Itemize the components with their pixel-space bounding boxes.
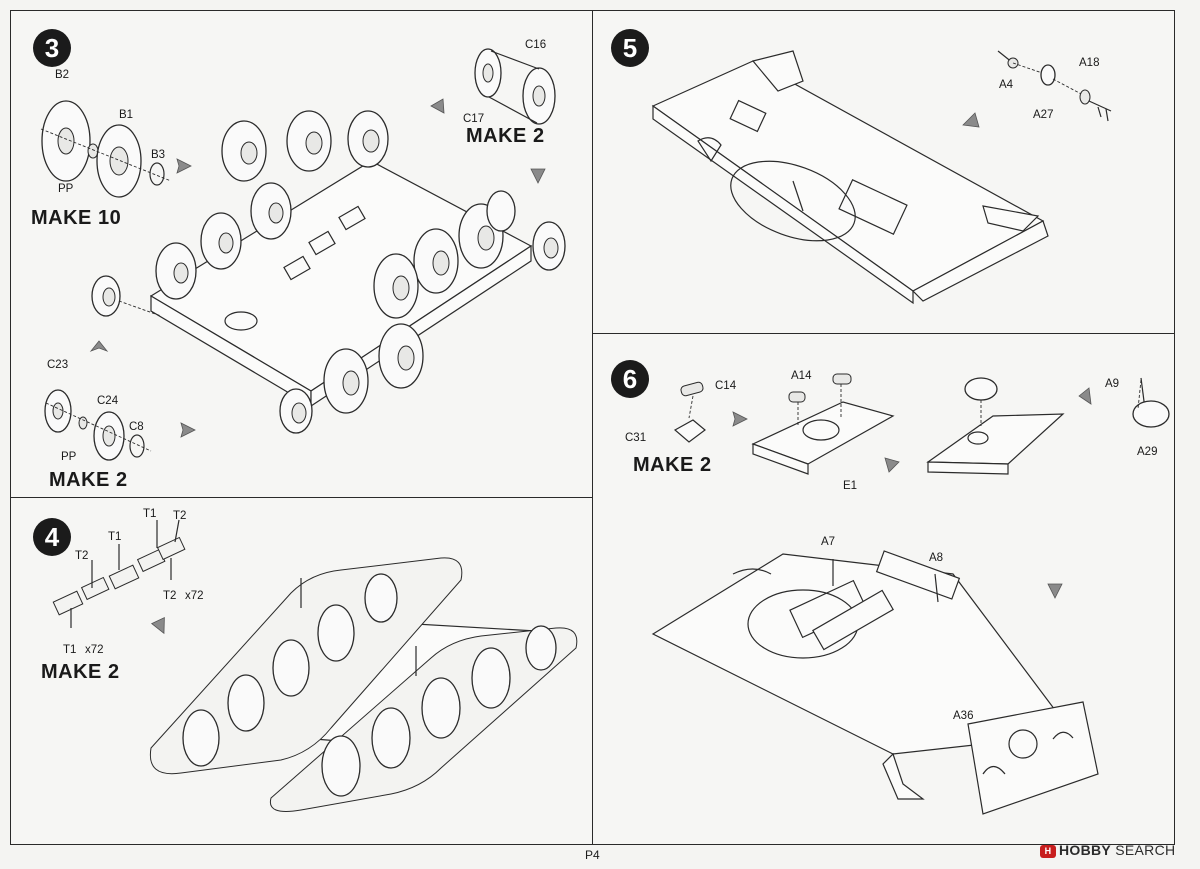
label-a8: A8	[929, 552, 944, 564]
page-number: P4	[585, 848, 600, 862]
label-a14: A14	[791, 370, 812, 382]
label-a4: A4	[999, 79, 1014, 91]
label-t2-a: T2	[173, 510, 187, 522]
label-c31: C31	[625, 432, 647, 444]
track-links-exploded	[52, 519, 186, 628]
label-c17: C17	[463, 113, 485, 125]
c14-c31-parts	[673, 381, 706, 443]
arrow-6c	[1078, 387, 1092, 405]
watermark-suffix: SEARCH	[1115, 842, 1176, 858]
step-5-badge: 5	[611, 29, 649, 67]
hull-floor	[651, 50, 1049, 305]
label-t2-b: T2	[75, 550, 89, 562]
step-6-diagram	[651, 373, 1170, 815]
a4-a27-a18-parts	[997, 50, 1112, 122]
label-t1-a: T1	[143, 508, 157, 520]
step-4-diagram	[52, 519, 578, 812]
engine-deck	[651, 550, 1099, 815]
arrow-6a	[732, 411, 748, 427]
arrow-step4	[150, 617, 165, 635]
label-c8: C8	[129, 421, 144, 433]
make-2-idler-label: MAKE 2	[466, 125, 545, 147]
step-3-panel: 3	[10, 10, 593, 498]
label-a36: A36	[953, 710, 974, 722]
label-a29: A29	[1137, 446, 1158, 458]
left-track	[149, 557, 463, 775]
label-e1: E1	[843, 480, 858, 492]
plate-e1	[751, 373, 895, 475]
step-4-panel: 4	[10, 497, 593, 845]
arrow-idler	[430, 98, 445, 114]
label-a7: A7	[821, 536, 836, 548]
label-t2-qty: x72	[185, 590, 204, 602]
label-pp-1: PP	[58, 183, 74, 195]
step-6-badge: 6	[611, 360, 649, 398]
label-b1: B1	[119, 109, 134, 121]
watermark-logo-icon: H	[1040, 845, 1056, 858]
label-a27: A27	[1033, 109, 1054, 121]
arrow-6b	[884, 457, 900, 473]
step-4-badge: 4	[33, 518, 71, 556]
top-row-wheels	[155, 110, 389, 300]
make-2-deck-label: MAKE 2	[633, 454, 712, 476]
label-c23: C23	[47, 359, 69, 371]
label-c24: C24	[97, 395, 119, 407]
arrow-drive	[180, 422, 196, 438]
step-5-diagram	[651, 50, 1112, 305]
arrow-down-right	[530, 168, 546, 184]
arrow-6d	[1047, 583, 1063, 599]
make-2-track-label: MAKE 2	[41, 661, 120, 683]
label-c14: C14	[715, 380, 737, 392]
plate-assembled	[926, 377, 1065, 475]
label-a9: A9	[1105, 378, 1120, 390]
label-b3: B3	[151, 149, 166, 161]
arrow-step5	[962, 112, 980, 128]
step-5-panel: 5	[592, 10, 1175, 334]
label-t1-qty: x72	[85, 644, 104, 656]
step-3-diagram	[40, 48, 566, 461]
watermark-brand: HOBBY	[1059, 842, 1112, 858]
label-c16: C16	[525, 39, 547, 51]
step-6-panel: 6	[592, 333, 1175, 845]
label-a18: A18	[1079, 57, 1100, 69]
a9-a29-parts	[1132, 377, 1170, 428]
make-2-drive-label: MAKE 2	[49, 469, 128, 491]
arrow-up-left	[89, 340, 109, 352]
label-t2-c: T2	[163, 590, 177, 602]
label-t1-b: T1	[108, 531, 122, 543]
right-row-wheels	[323, 190, 566, 414]
step-3-badge: 3	[33, 29, 71, 67]
right-track	[269, 625, 578, 812]
label-t1-c: T1	[63, 644, 77, 656]
label-pp-2: PP	[61, 451, 77, 463]
make-10-label: MAKE 10	[31, 207, 122, 229]
label-b2: B2	[55, 69, 70, 81]
